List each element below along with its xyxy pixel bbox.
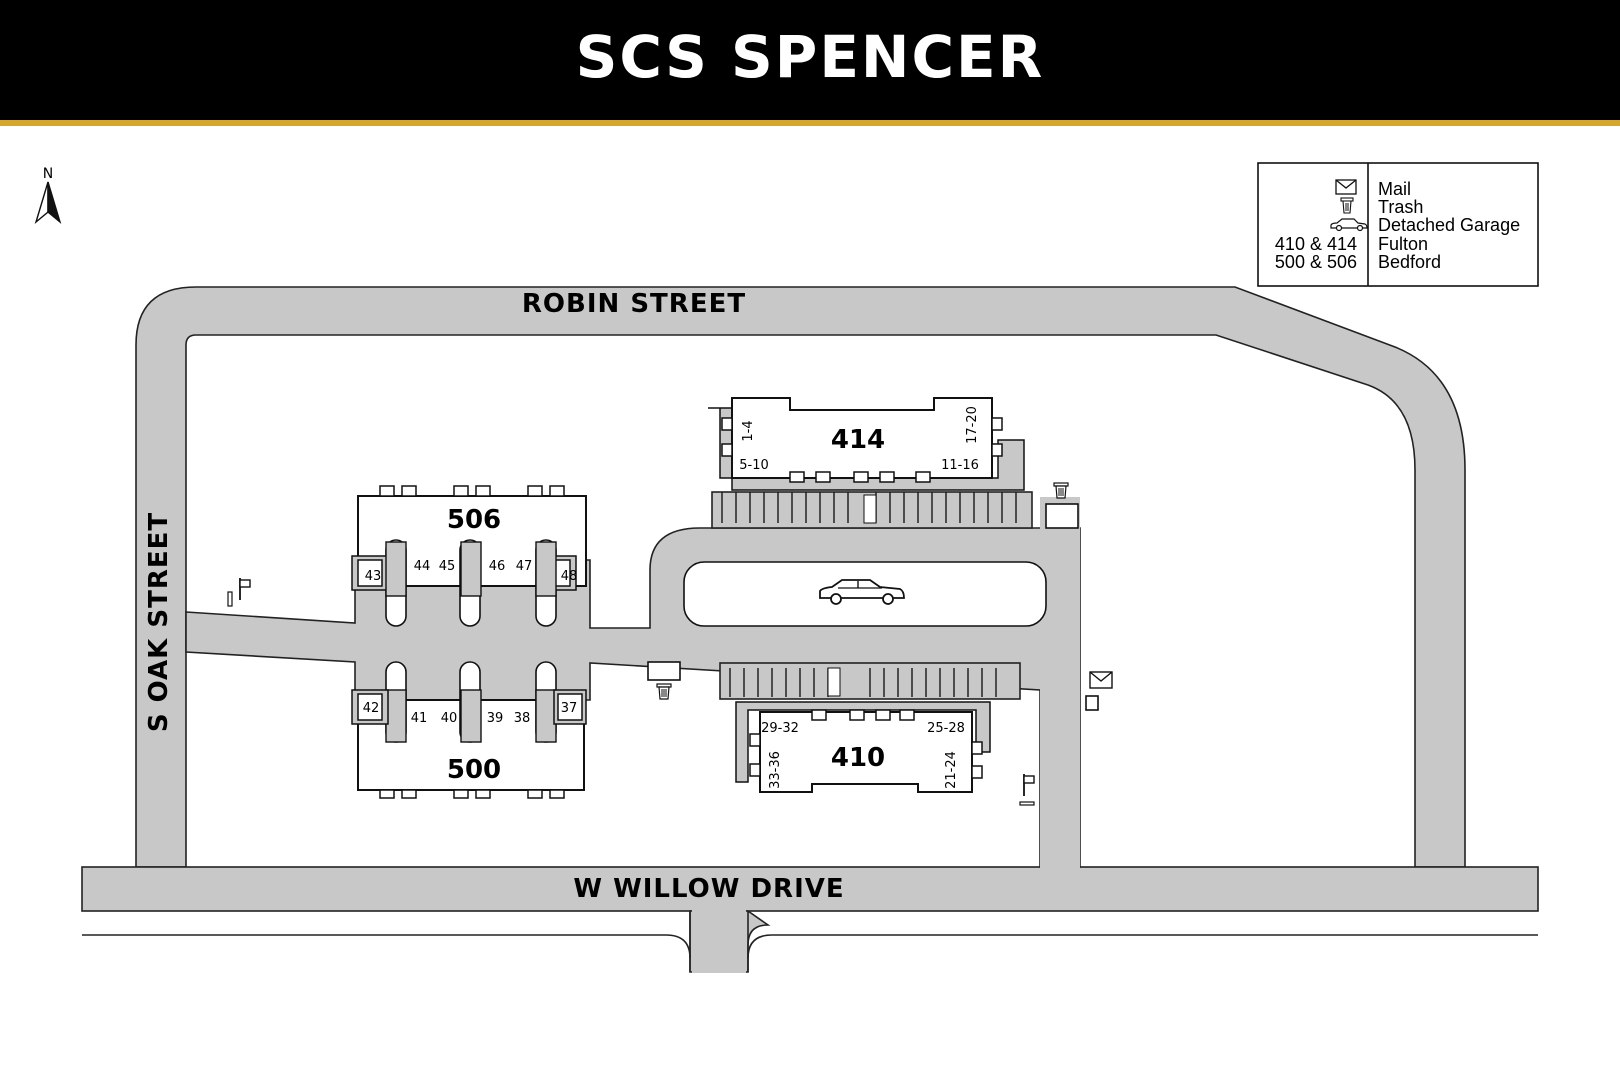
sign-icon: [1019, 774, 1035, 806]
building-500-number: 500: [447, 755, 501, 785]
robin-street-label: ROBIN STREET: [522, 289, 746, 319]
building-410: 410 29-32 25-28 33-36 21-24: [735, 701, 991, 793]
trash-icon: [1053, 482, 1069, 499]
building-414-number: 414: [831, 425, 885, 455]
car-icon: [819, 579, 905, 605]
roads: [81, 286, 1539, 973]
trash-enclosure: [1045, 503, 1079, 529]
building-500: 500 42 41 40 39 38 37: [351, 661, 587, 799]
legend-key: 410 & 414: [1275, 234, 1357, 254]
trash-icon: [1340, 197, 1354, 214]
unit-label: 25-28: [927, 721, 965, 736]
building-506-number: 506: [447, 505, 501, 535]
page-title: SCS SPENCER: [575, 23, 1045, 91]
sign-icon: [227, 578, 251, 607]
perimeter-road: [135, 286, 1466, 868]
south-stalls: [729, 667, 997, 697]
mail-icon: [1089, 671, 1113, 689]
unit-label: 17-20: [965, 406, 980, 444]
willow-drive-label: W WILLOW DRIVE: [573, 874, 844, 904]
unit-label: 38: [514, 711, 531, 726]
legend: 410 & 414 500 & 506 Mail Trash Detached …: [1257, 162, 1539, 287]
unit-label: 44: [414, 559, 431, 574]
unit-label: 43: [365, 569, 382, 584]
legend-label: Fulton: [1378, 234, 1428, 254]
legend-key: 500 & 506: [1275, 252, 1357, 272]
unit-label: 21-24: [944, 751, 959, 789]
header-accent-rule: [0, 120, 1620, 126]
unit-label: 1-4: [741, 420, 756, 441]
mail-icon: [1335, 179, 1357, 195]
unit-label: 11-16: [941, 458, 979, 473]
building-410-number: 410: [831, 743, 885, 773]
trash-icon: [656, 683, 672, 700]
mailbox-post: [1085, 695, 1099, 711]
unit-label: 37: [561, 701, 578, 716]
legend-label: Bedford: [1378, 252, 1441, 272]
building-506: 506 43 44 45 46 47 48: [351, 485, 587, 627]
north-label: N: [43, 166, 53, 182]
unit-label: 41: [411, 711, 428, 726]
unit-label: 40: [441, 711, 458, 726]
unit-label: 46: [489, 559, 506, 574]
building-414: 414 1-4 5-10 11-16 17-20: [708, 397, 1025, 491]
unit-label: 45: [439, 559, 456, 574]
oak-street-label: S OAK STREET: [144, 512, 174, 732]
unit-label: 29-32: [761, 721, 799, 736]
legend-label: Mail: [1378, 179, 1411, 199]
car-icon: [1330, 218, 1368, 232]
legend-label: Trash: [1378, 197, 1423, 217]
unit-label: 48: [561, 569, 578, 584]
trash-enclosure: [647, 661, 681, 681]
legend-label: Detached Garage: [1378, 215, 1520, 235]
unit-label: 47: [516, 559, 533, 574]
unit-label: 42: [363, 701, 380, 716]
unit-label: 33-36: [768, 751, 783, 789]
header-bar: SCS SPENCER: [0, 0, 1620, 120]
willow-drive: [81, 866, 1539, 912]
north-stalls: [721, 492, 1017, 524]
unit-label: 39: [487, 711, 504, 726]
north-arrow: N: [34, 166, 62, 225]
unit-label: 5-10: [739, 458, 769, 473]
